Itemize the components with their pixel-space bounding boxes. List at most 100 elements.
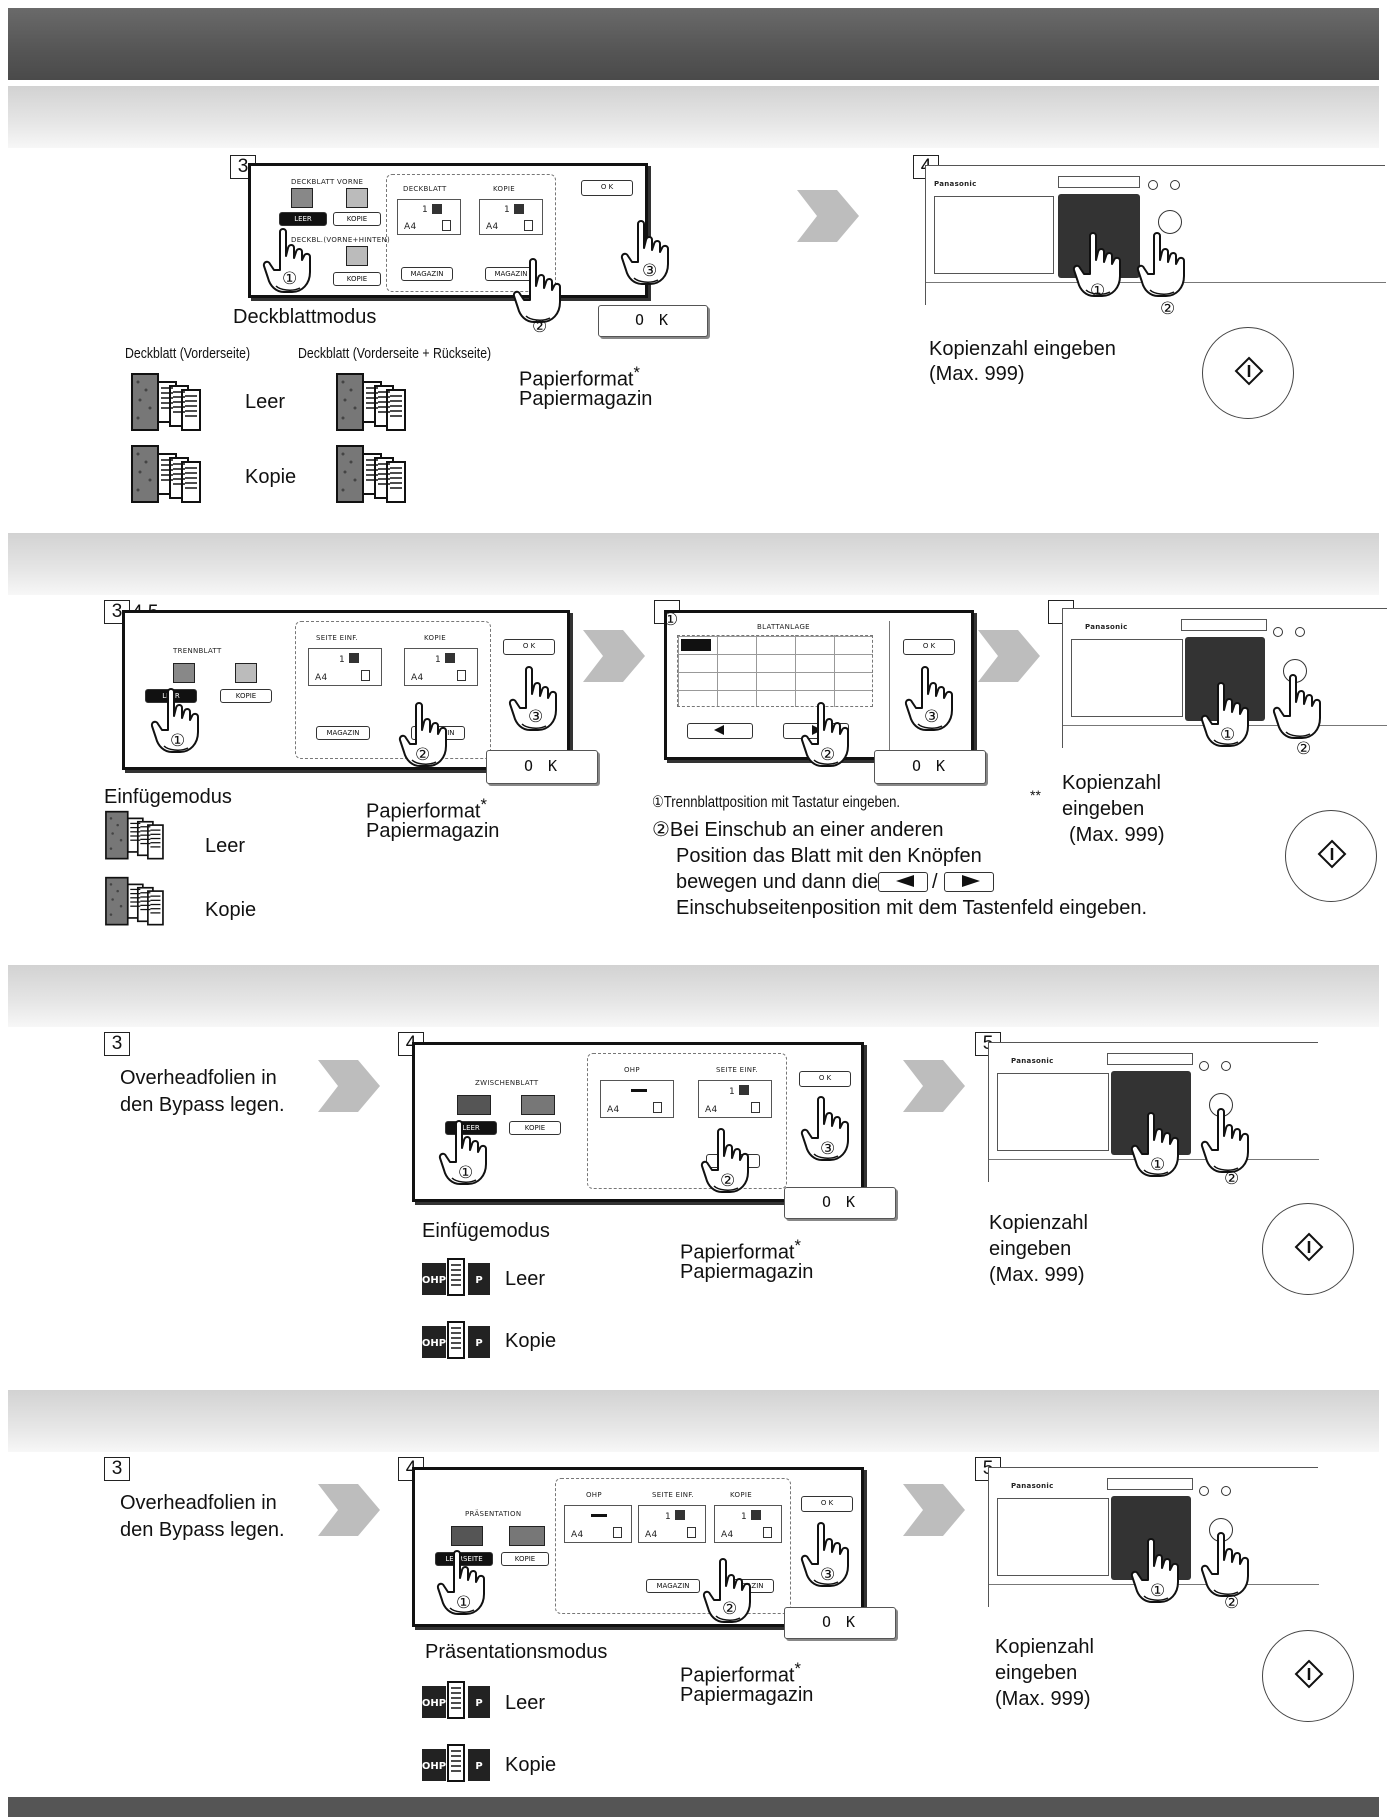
- screen-ok-button[interactable]: O K: [799, 1071, 851, 1087]
- cover-both-copy-button[interactable]: KOPIE: [333, 272, 381, 286]
- mode-label: Deckblattmodus: [233, 306, 377, 328]
- sep-copy-icon: [521, 1095, 555, 1115]
- col-seite: SEITE EINF.: [652, 1491, 695, 1499]
- section-3-band: [8, 965, 1379, 1027]
- stop-key[interactable]: [1221, 1061, 1231, 1071]
- stop-key[interactable]: [1170, 180, 1180, 190]
- screen-ok-button[interactable]: O K: [503, 639, 555, 655]
- selected-page-cell[interactable]: [681, 639, 711, 651]
- pres-copy-icon: [509, 1526, 545, 1546]
- circled-2: ②: [1224, 1169, 1240, 1188]
- mode-keys[interactable]: [1107, 1478, 1193, 1490]
- section-4-band: [8, 1390, 1379, 1452]
- cover-front-copy-stack-icon: [130, 444, 220, 506]
- screen-title-front: DECKBLATT VORNE: [291, 178, 364, 186]
- screen-ok-button[interactable]: O K: [801, 1496, 853, 1512]
- intro-line-1: Overheadfolien in: [120, 1067, 277, 1089]
- slot-count: 1: [741, 1512, 748, 1522]
- col-deckblatt: DECKBLATT: [403, 185, 447, 193]
- lcd-display: [934, 196, 1054, 274]
- ok-button-large[interactable]: O K: [874, 750, 986, 784]
- inline-left-button-icon: [878, 872, 928, 892]
- leer-label: Leer: [505, 1692, 546, 1714]
- start-button[interactable]: [1262, 1630, 1354, 1722]
- cover-front-blank-button[interactable]: LEER: [279, 212, 327, 226]
- sep-blank-icon: [457, 1095, 491, 1115]
- cover-front-blank-icon: [291, 188, 313, 208]
- paper-tray-label: Papiermagazin: [680, 1261, 814, 1283]
- cover-mode-screen: DECKBLATT VORNE LEER KOPIE DECKBL.(VORNE…: [248, 163, 648, 298]
- next-step-arrow-icon: [318, 1060, 380, 1112]
- start-icon: [1317, 839, 1347, 869]
- screen-ok-button[interactable]: O K: [903, 639, 955, 655]
- screen-title: TRENNBLATT: [173, 647, 222, 655]
- insert-paper-slot[interactable]: 1 A4: [308, 648, 382, 686]
- copy-paper-slot[interactable]: 1 A4: [479, 199, 543, 235]
- mode-keys[interactable]: [1107, 1053, 1193, 1065]
- copies-max: (Max. 999): [995, 1688, 1091, 1710]
- lcd-display: [997, 1073, 1109, 1151]
- circled-2: ②: [722, 1599, 738, 1618]
- magazin-button-1[interactable]: MAGAZIN: [646, 1579, 700, 1593]
- kopie-label: Kopie: [205, 899, 257, 921]
- col-ohp: OHP: [624, 1066, 640, 1074]
- ohp-paper-slot[interactable]: A4: [564, 1505, 632, 1543]
- clear-key[interactable]: [1199, 1061, 1209, 1071]
- copy-paper-slot[interactable]: 1 A4: [714, 1505, 782, 1543]
- cover-front-blank-stack-icon: [130, 372, 220, 434]
- ok-button-large[interactable]: O K: [784, 1607, 896, 1639]
- paper-orientation-icon: [751, 1102, 760, 1113]
- ok-button-large[interactable]: O K: [598, 305, 708, 337]
- next-step-arrow-icon: [318, 1484, 380, 1536]
- stop-key[interactable]: [1221, 1486, 1231, 1496]
- screen-ok-button[interactable]: O K: [581, 180, 633, 196]
- magazin-button-1[interactable]: MAGAZIN: [316, 726, 370, 740]
- cover-paper-slot[interactable]: 1 A4: [397, 199, 461, 235]
- ok-button-large[interactable]: O K: [486, 750, 598, 784]
- slash: /: [932, 871, 938, 893]
- pres-copy-button[interactable]: KOPIE: [501, 1552, 549, 1566]
- divider: [889, 621, 890, 755]
- page-left-button[interactable]: [687, 723, 753, 739]
- circled-2: ②: [720, 1171, 736, 1190]
- start-button[interactable]: [1262, 1203, 1354, 1295]
- sep-copy-button[interactable]: KOPIE: [509, 1121, 561, 1135]
- start-key[interactable]: [1158, 210, 1182, 234]
- note-2-line-1: ②Bei Einschub an einer anderen: [652, 819, 944, 841]
- insert-copy-stack-icon: [102, 876, 182, 928]
- pres-blank-button[interactable]: LEERSEITE: [435, 1552, 493, 1566]
- copy-paper-slot[interactable]: 1 A4: [404, 648, 478, 686]
- mode-keys[interactable]: [1181, 619, 1267, 631]
- page-grid[interactable]: [677, 635, 873, 707]
- insert-paper-slot[interactable]: 1 A4: [698, 1080, 772, 1118]
- start-icon: [1294, 1232, 1324, 1262]
- note-1-stars: **: [1030, 787, 1041, 803]
- magazin-button-1[interactable]: MAGAZIN: [401, 267, 453, 281]
- screen-title: BLATTANLAGE: [757, 623, 810, 631]
- clear-key[interactable]: [1273, 627, 1283, 637]
- ohp-copy-stack-icon: [420, 1318, 500, 1362]
- mode-keys[interactable]: [1058, 176, 1140, 188]
- cover-front-copy-button[interactable]: KOPIE: [333, 212, 381, 226]
- paper-format-label: Papierformat*: [680, 1236, 801, 1264]
- circled-1: ①: [456, 1593, 472, 1612]
- ohp-blank-stack-icon: [420, 1255, 500, 1299]
- copies-max: (Max. 999): [989, 1264, 1085, 1286]
- start-button[interactable]: [1202, 327, 1294, 419]
- cover-front-copy-icon: [346, 188, 368, 208]
- ok-button-large[interactable]: O K: [784, 1187, 896, 1219]
- pres-copy-stack-icon: [420, 1741, 500, 1785]
- kopie-label: Kopie: [505, 1754, 557, 1776]
- slot-size: A4: [607, 1105, 620, 1115]
- start-button[interactable]: [1285, 810, 1377, 902]
- clear-key[interactable]: [1148, 180, 1158, 190]
- insert-paper-slot[interactable]: 1 A4: [638, 1505, 706, 1543]
- leer-label: Leer: [245, 391, 286, 413]
- kopie-label: Kopie: [245, 466, 297, 488]
- col-seite: SEITE EINF.: [716, 1066, 759, 1074]
- ohp-paper-slot[interactable]: A4: [600, 1080, 674, 1118]
- stop-key[interactable]: [1295, 627, 1305, 637]
- clear-key[interactable]: [1199, 1486, 1209, 1496]
- insert-copy-button[interactable]: KOPIE: [220, 689, 272, 703]
- paper-orientation-icon: [442, 220, 451, 231]
